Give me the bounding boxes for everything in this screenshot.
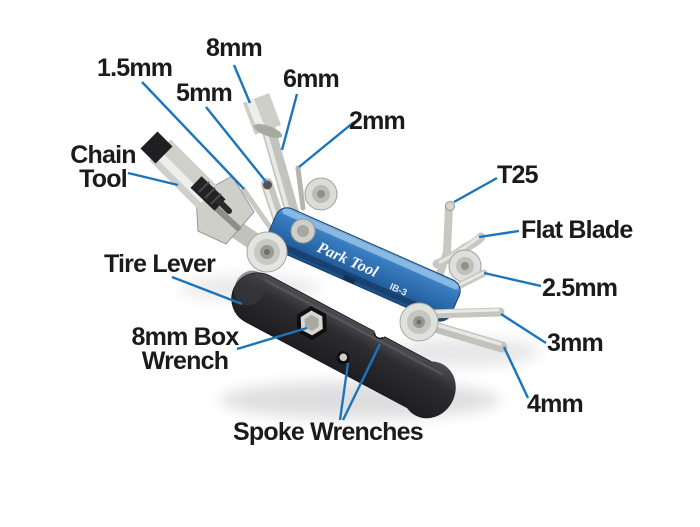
- callout-line-1-5mm: [141, 81, 245, 190]
- label-tire-lever: Tire Lever: [104, 250, 216, 278]
- label-torx-t25: T25: [497, 161, 538, 189]
- label-hex-4mm: 4mm: [527, 390, 584, 418]
- hex-bit-3mm: [425, 307, 505, 319]
- callout-line-5mm: [205, 106, 268, 184]
- callout-line-3mm: [500, 312, 547, 345]
- hex-bit-4mm: [422, 319, 508, 353]
- callout-line-box-wrench: [236, 326, 308, 351]
- callout-line-t25: [453, 176, 498, 204]
- callout-line-spoke-wrench-2: [341, 343, 382, 421]
- callout-line-chain-tool: [127, 171, 179, 187]
- label-hex-1-5mm: 1.5mm: [97, 54, 173, 82]
- callout-line-2-5mm: [483, 271, 542, 288]
- label-box-wrench-8mm: 8mm Box Wrench: [131, 323, 240, 375]
- label-hex-3mm: 3mm: [547, 329, 604, 357]
- callout-line-6mm: [280, 93, 299, 151]
- spoke-wrench-notch: [374, 328, 386, 340]
- label-chain-tool: Chain Tool: [70, 141, 136, 193]
- hex-bit-8mm: [242, 93, 282, 135]
- label-hex-5mm: 5mm: [176, 79, 233, 107]
- tire-lever-part: [231, 270, 456, 419]
- hex-bit-2mm: [295, 165, 306, 211]
- right-bits: [432, 201, 488, 297]
- callout-lines: [127, 64, 547, 421]
- callout-line-spoke-wrench-1: [338, 362, 350, 421]
- label-hex-2-5mm: 2.5mm: [542, 274, 618, 302]
- label-hex-6mm: 6mm: [283, 65, 340, 93]
- chain-tool-part: [140, 131, 279, 261]
- callout-line-flat-blade: [478, 229, 520, 239]
- long-keys: [422, 307, 508, 353]
- pivot-nuts: [246, 218, 439, 342]
- callout-line-2mm: [298, 121, 355, 168]
- label-hex-2mm: 2mm: [349, 107, 406, 135]
- callout-line-4mm: [502, 346, 530, 399]
- label-flat-blade: Flat Blade: [521, 216, 633, 244]
- callout-line-8mm: [232, 64, 252, 104]
- callout-line-tire-lever: [171, 275, 243, 306]
- tool-body: Park Tool IB-3: [266, 207, 461, 322]
- box-wrench-hole: [296, 306, 327, 340]
- torx-t25-bit: [434, 203, 453, 284]
- label-hex-8mm: 8mm: [206, 34, 263, 62]
- label-spoke-wrenches: Spoke Wrenches: [233, 418, 424, 446]
